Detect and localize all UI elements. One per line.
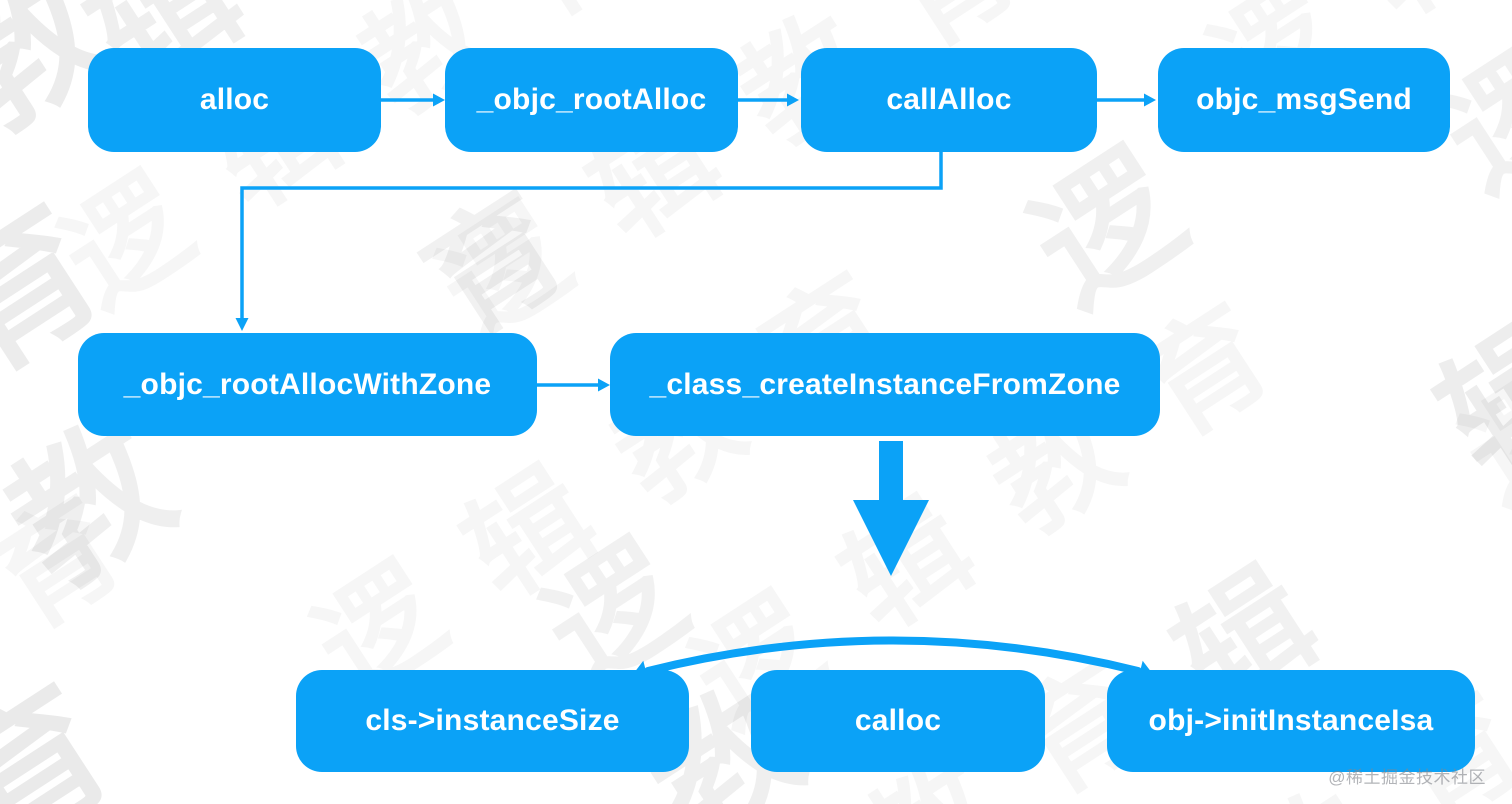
edge-callalloc-to-msgsend [1097, 93, 1156, 107]
node-objc-rootalloc-label: _objc_rootAlloc [476, 83, 707, 116]
node-calloc: calloc [751, 670, 1045, 772]
node-alloc-label: alloc [199, 83, 270, 116]
watermark-glyph: 辑 [1413, 295, 1512, 504]
node-objc-msgsend-label: objc_msgSend [1196, 83, 1412, 116]
node-calloc-label: calloc [854, 704, 942, 737]
edge-callalloc-to-rootallocwithzone [235, 152, 943, 331]
watermark-glyph: 逻 [1006, 125, 1210, 334]
node-objc-rootallocwithzone-label: _objc_rootAllocWithZone [123, 367, 492, 401]
node-class-createinstancefromzone-label: _class_createInstanceFromZone [649, 367, 1121, 401]
edge-rootallocwithzone-to-createinstancefromzone [537, 378, 610, 392]
node-obj-initinstanceisa-label: obj->initInstanceIsa [1148, 704, 1434, 737]
edge-alloc-to-rootalloc [381, 93, 445, 107]
edge-rootalloc-to-callalloc [738, 93, 799, 107]
node-objc-msgsend: objc_msgSend [1158, 48, 1450, 152]
node-alloc: alloc [88, 48, 381, 152]
node-cls-instancesize-label: cls->instanceSize [365, 704, 620, 737]
watermark-glyph: 育 [400, 168, 590, 362]
node-cls-instancesize: cls->instanceSize [296, 670, 689, 772]
node-objc-rootalloc: _objc_rootAlloc [445, 48, 738, 152]
watermark-glyph: 育 [0, 658, 139, 804]
node-obj-initinstanceisa: obj->initInstanceIsa [1107, 670, 1475, 772]
node-class-createinstancefromzone: _class_createInstanceFromZone [610, 333, 1160, 436]
node-objc-rootallocwithzone: _objc_rootAllocWithZone [78, 333, 537, 436]
node-callalloc: callAlloc [801, 48, 1097, 152]
node-callalloc-label: callAlloc [886, 83, 1012, 116]
block-arrow-down [853, 441, 929, 576]
juejin-credit-watermark: @稀土掘金技术社区 [1328, 768, 1486, 787]
